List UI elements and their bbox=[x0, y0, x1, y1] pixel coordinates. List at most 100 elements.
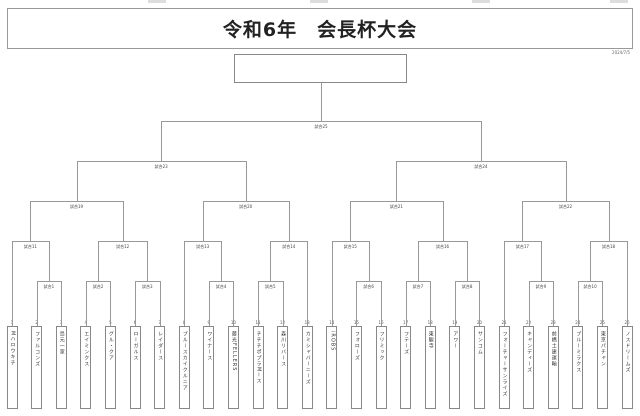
team-name: ブルースカイクルニア bbox=[181, 331, 188, 391]
bracket-line bbox=[540, 241, 542, 281]
bracket-line bbox=[122, 201, 124, 241]
team-name: フリミック bbox=[378, 331, 385, 361]
team-name: ファルコンズ bbox=[34, 331, 41, 367]
bracket-line bbox=[417, 241, 468, 242]
team-slot: エイミンクス bbox=[80, 326, 92, 409]
bracket-line bbox=[590, 241, 627, 242]
match-label: 試合8 bbox=[461, 284, 473, 289]
team-name: レイダース bbox=[157, 331, 164, 361]
bracket-line bbox=[405, 281, 431, 282]
bracket-line bbox=[135, 281, 160, 282]
bracket-line bbox=[12, 241, 49, 242]
bracket-line bbox=[161, 121, 481, 122]
team-slot: グル・クア bbox=[104, 326, 116, 409]
match-label: 試合23 bbox=[154, 164, 168, 169]
team-slot: サンコム bbox=[473, 326, 485, 409]
title-box: 令和6年 会長杯大会 bbox=[7, 8, 633, 49]
bracket-line bbox=[467, 241, 469, 281]
match-label: 試合9 bbox=[535, 284, 547, 289]
match-label: 試合22 bbox=[558, 204, 573, 209]
team-name: フォーチャーサンライズ bbox=[501, 331, 508, 397]
bracket-line bbox=[321, 82, 323, 121]
bracket-line bbox=[98, 241, 100, 281]
bracket-line bbox=[36, 281, 38, 326]
bracket-line bbox=[202, 201, 289, 202]
team-slot: アワー bbox=[449, 326, 461, 409]
team-slot: フォローズ bbox=[350, 326, 362, 409]
page-edge-mark bbox=[310, 0, 328, 3]
match-label: 試合10 bbox=[583, 284, 597, 289]
team-slot: フテーズ bbox=[400, 326, 412, 409]
bracket-line bbox=[479, 281, 481, 326]
bracket-line bbox=[504, 241, 505, 326]
team-slot: 前橋土建運輸 bbox=[547, 326, 559, 409]
bracket-line bbox=[553, 281, 555, 326]
match-label: 試合14 bbox=[282, 244, 296, 249]
bracket-line bbox=[396, 161, 398, 201]
team-slot: 森川リバース bbox=[277, 326, 289, 409]
bracket-line bbox=[522, 201, 609, 202]
bracket-line bbox=[454, 281, 456, 326]
bracket-line bbox=[110, 281, 112, 326]
team-name: ブルーミラクス bbox=[575, 331, 582, 373]
bracket-line bbox=[627, 241, 628, 326]
team-slot: 藤光FELLERS bbox=[227, 326, 239, 409]
bracket-line bbox=[30, 201, 32, 241]
bracket-line bbox=[577, 281, 579, 326]
bracket-line bbox=[48, 241, 50, 281]
bracket-line bbox=[233, 281, 235, 326]
team-name: グル・クア bbox=[107, 331, 114, 361]
bracket-line bbox=[12, 241, 13, 326]
bracket-line bbox=[528, 281, 554, 282]
match-label: 試合25 bbox=[314, 124, 328, 129]
team-slot: ブルーミラクス bbox=[572, 326, 584, 409]
bracket-line bbox=[159, 281, 161, 326]
match-label: 試合18 bbox=[602, 244, 616, 249]
page-edge-mark bbox=[610, 0, 628, 3]
bracket-line bbox=[258, 281, 259, 326]
team-slot: 東京パチャン bbox=[596, 326, 608, 409]
match-label: 試合7 bbox=[412, 284, 424, 289]
team-name: ローガルス bbox=[132, 331, 139, 361]
bracket-line bbox=[381, 281, 382, 326]
match-label: 試合1 bbox=[43, 284, 55, 289]
match-label: 試合13 bbox=[196, 244, 210, 249]
team-slot: ローガルス bbox=[129, 326, 141, 409]
match-label: 試合15 bbox=[343, 244, 357, 249]
bracket-line bbox=[282, 281, 284, 326]
team-name: 東観寺 bbox=[427, 331, 434, 349]
bracket-line bbox=[608, 201, 610, 241]
bracket-line bbox=[221, 241, 223, 281]
bracket-line bbox=[528, 281, 530, 326]
bracket-line bbox=[405, 281, 407, 326]
bracket-line bbox=[396, 161, 566, 162]
bracket-line bbox=[602, 281, 604, 326]
team-name: Mハロウキチ bbox=[9, 331, 16, 367]
bracket-line bbox=[270, 241, 272, 281]
match-label: 試合17 bbox=[515, 244, 529, 249]
bracket-line bbox=[161, 121, 163, 161]
bracket-line bbox=[270, 241, 308, 242]
bracket-line bbox=[350, 201, 352, 241]
bracket-line bbox=[368, 241, 370, 281]
team-name: 東京パチャン bbox=[599, 331, 606, 367]
team-name: ワイナース bbox=[206, 331, 213, 361]
team-name: ノスドリームズ bbox=[624, 331, 631, 373]
match-label: 試合5 bbox=[265, 284, 276, 289]
bracket-line bbox=[417, 241, 419, 281]
bracket-line bbox=[430, 281, 432, 326]
bracket-line bbox=[504, 241, 541, 242]
team-slot: レイダース bbox=[154, 326, 166, 409]
bracket-line bbox=[331, 241, 333, 326]
bracket-line bbox=[356, 281, 381, 282]
team-name: iROBS bbox=[329, 331, 336, 352]
bracket-line bbox=[356, 281, 358, 326]
team-slot: ファルコンズ bbox=[31, 326, 43, 409]
team-slot: キャンディーズ bbox=[523, 326, 535, 409]
bracket-line bbox=[442, 201, 444, 241]
team-slot: iROBS bbox=[326, 326, 338, 409]
match-label: 試合12 bbox=[116, 244, 130, 249]
team-name: サンコム bbox=[476, 331, 483, 355]
match-label: 試合19 bbox=[70, 204, 84, 209]
winner-box bbox=[234, 54, 407, 83]
